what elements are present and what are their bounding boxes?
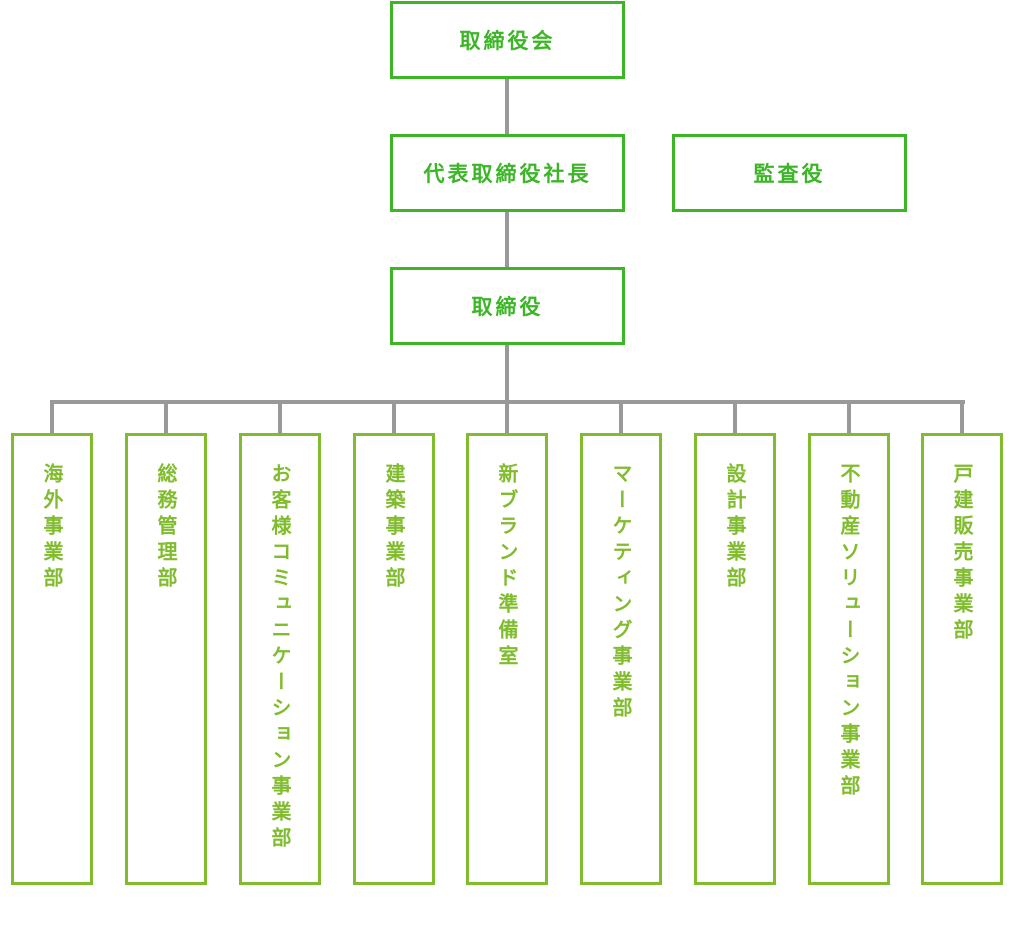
department-label: 海外事業部 [40,463,64,593]
department-connector [619,402,623,434]
department-connector [847,402,851,434]
department-box: マーケティング事業部 [580,433,662,885]
department-label: 総務管理部 [154,463,178,593]
connector-president-directors [505,211,509,268]
department-label: 建築事業部 [382,463,406,593]
president-label: 代表取締役社長 [423,162,592,186]
department-box: 総務管理部 [125,433,207,885]
department-connector [278,402,282,434]
president-box: 代表取締役社長 [390,134,625,212]
department-label: 設計事業部 [723,463,747,593]
department-box: 不動産ソリューション事業部 [808,433,890,885]
board-label: 取締役会 [459,29,556,53]
department-connector [505,402,509,434]
department-connector [164,402,168,434]
connector-directors-bus [505,344,509,404]
connector-board-president [505,78,509,135]
department-connector [50,402,54,434]
department-label: 新ブランド準備室 [495,463,519,671]
board-of-directors-box: 取締役会 [390,1,625,79]
department-label: 戸建販売事業部 [950,463,974,645]
department-box: 建築事業部 [353,433,435,885]
department-box: お客様コミュニケーション事業部 [239,433,321,885]
department-connector [960,402,964,434]
department-connector [392,402,396,434]
department-box: 新ブランド準備室 [466,433,548,885]
department-label: 不動産ソリューション事業部 [837,463,861,801]
directors-label: 取締役 [471,295,544,319]
department-connector [733,402,737,434]
auditor-box: 監査役 [672,134,907,212]
auditor-label: 監査役 [753,162,826,186]
department-label: マーケティング事業部 [609,463,633,723]
directors-box: 取締役 [390,267,625,345]
department-box: 戸建販売事業部 [921,433,1003,885]
department-box: 設計事業部 [694,433,776,885]
department-box: 海外事業部 [11,433,93,885]
department-label: お客様コミュニケーション事業部 [268,463,292,853]
